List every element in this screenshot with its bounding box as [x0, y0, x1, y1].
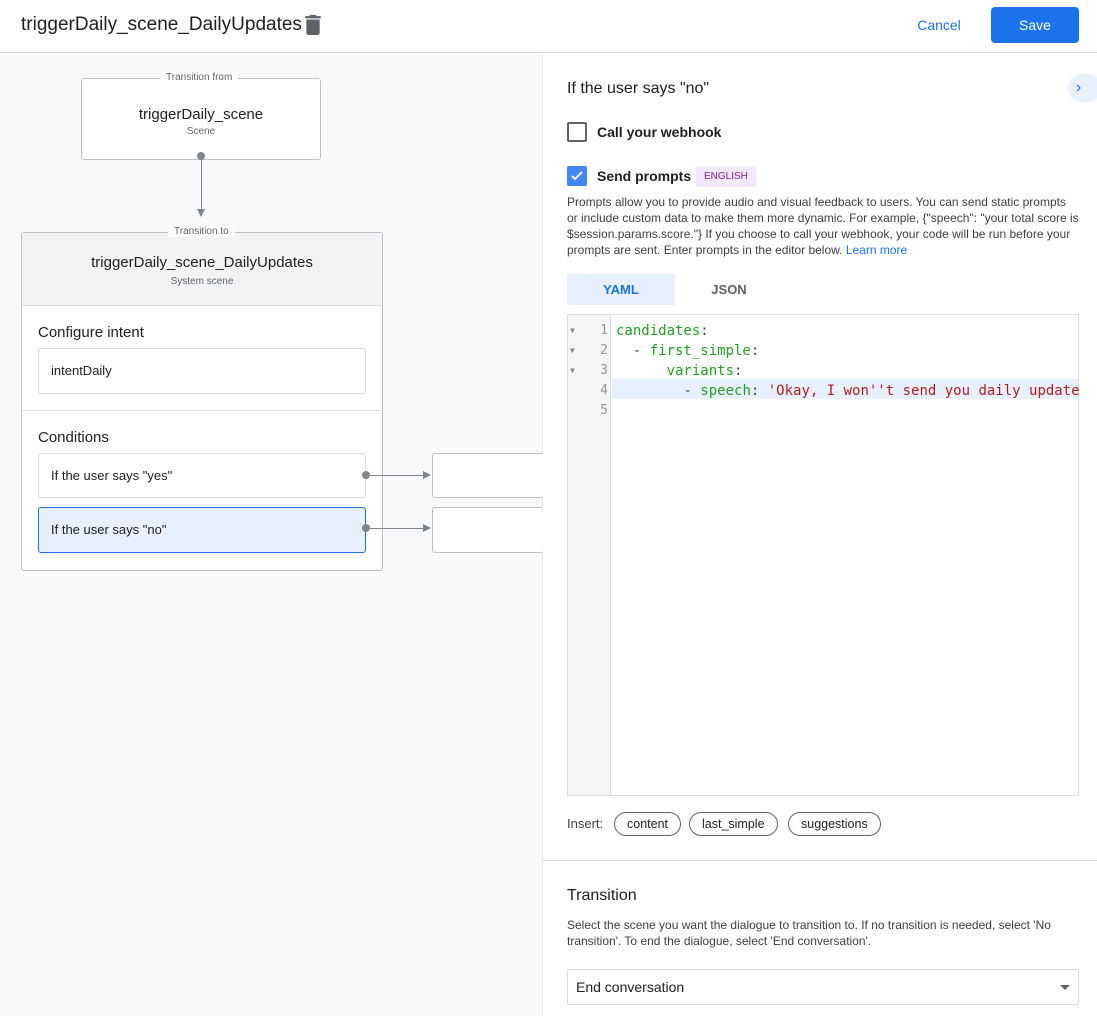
condition-yes[interactable]: If the user says "yes" — [38, 453, 366, 498]
language-badge: ENGLISH — [696, 167, 756, 187]
target-slot-yes[interactable] — [432, 453, 544, 498]
insert-chip-content[interactable]: content — [614, 812, 682, 836]
target-slot-no[interactable] — [432, 507, 544, 553]
code-line: - speech: 'Okay, I won''t send you daily… — [616, 381, 1080, 401]
prompts-description: Prompts allow you to provide audio and v… — [567, 194, 1079, 258]
divider — [543, 860, 1097, 861]
transition-select[interactable]: End conversation — [567, 969, 1079, 1005]
code-dash: - — [683, 383, 701, 399]
code-colon: : — [734, 363, 743, 379]
save-button[interactable]: Save — [991, 7, 1079, 43]
configure-intent-label: Configure intent — [38, 324, 144, 341]
top-bar: triggerDaily_scene_DailyUpdates Cancel S… — [0, 0, 1097, 53]
code-indent — [616, 343, 633, 359]
fold-arrow-icon[interactable]: ▼ — [570, 326, 575, 335]
arrow-down-icon — [197, 209, 205, 217]
to-legend: Transition to — [168, 226, 235, 237]
dropdown-arrow-icon — [1060, 985, 1070, 990]
connector-line — [366, 475, 424, 476]
condition-no[interactable]: If the user says "no" — [38, 507, 366, 553]
code-line: - first_simple: — [616, 341, 759, 361]
insert-label: Insert: — [567, 816, 604, 831]
code-line: variants: — [616, 361, 743, 381]
code-indent — [616, 383, 683, 399]
connector-line — [201, 156, 202, 210]
from-scene-type: Scene — [186, 126, 216, 137]
code-key: speech — [700, 383, 751, 399]
line-number: 1 — [600, 323, 608, 338]
intent-field[interactable]: intentDaily — [38, 348, 366, 394]
code-key: candidates — [616, 323, 701, 339]
webhook-label: Call your webhook — [597, 124, 722, 140]
code-dash: - — [632, 343, 650, 359]
transition-from-card[interactable]: triggerDaily_scene Scene — [81, 78, 321, 160]
tab-yaml[interactable]: YAML — [567, 274, 675, 305]
arrow-right-icon — [423, 471, 431, 479]
code-indent — [616, 363, 667, 379]
webhook-checkbox[interactable] — [567, 122, 587, 142]
code-str: 'Okay, I won''t send you daily update — [767, 383, 1080, 399]
code-key: variants — [666, 363, 735, 379]
active-line-highlight — [612, 379, 1078, 399]
line-number: 2 — [600, 343, 608, 358]
delete-icon[interactable] — [304, 15, 322, 35]
code-line: candidates: — [616, 321, 709, 341]
from-legend: Transition from — [160, 72, 239, 83]
description-text: Prompts allow you to provide audio and v… — [567, 195, 1079, 257]
transition-title: Transition — [567, 887, 637, 904]
scene-card: triggerDaily_scene_DailyUpdates System s… — [21, 232, 383, 571]
transition-value: End conversation — [576, 979, 685, 995]
learn-more-link[interactable]: Learn more — [845, 243, 908, 257]
divider — [22, 410, 382, 411]
transition-description: Select the scene you want the dialogue t… — [567, 918, 1051, 948]
insert-chip-last-simple[interactable]: last_simple — [689, 812, 778, 836]
scene-card-header[interactable]: triggerDaily_scene_DailyUpdates System s… — [22, 233, 382, 306]
send-prompts-label: Send prompts — [597, 168, 692, 184]
arrow-right-icon — [423, 524, 431, 532]
chevron-right-icon[interactable]: › — [1068, 74, 1097, 102]
code-colon: : — [700, 323, 709, 339]
line-number: 3 — [600, 363, 608, 378]
check-icon — [571, 171, 583, 181]
scene-name: triggerDaily_scene_DailyUpdates — [91, 254, 313, 271]
code-colon: : — [750, 343, 760, 359]
conditions-label: Conditions — [38, 429, 109, 446]
line-number: 4 — [600, 383, 608, 398]
page-title: triggerDaily_scene_DailyUpdates — [21, 14, 302, 35]
code-editor[interactable]: 1 ▼ candidates: 2 ▼ - first_simple: 3 ▼ varian… — [567, 314, 1080, 796]
line-number: 5 — [600, 403, 608, 418]
fold-arrow-icon[interactable]: ▼ — [570, 366, 575, 375]
from-scene-name: triggerDaily_scene — [138, 106, 264, 123]
code-colon: : — [750, 383, 768, 399]
editor-gutter — [568, 315, 611, 795]
panel-title: If the user says "no" — [567, 80, 710, 97]
tab-json[interactable]: JSON — [711, 282, 747, 297]
code-key: first_simple — [649, 343, 751, 359]
cancel-button[interactable]: Cancel — [917, 17, 961, 33]
scene-type: System scene — [170, 276, 234, 287]
fold-arrow-icon[interactable]: ▼ — [570, 346, 575, 355]
send-prompts-checkbox[interactable] — [567, 166, 587, 186]
connector-line — [366, 528, 424, 529]
insert-chip-suggestions[interactable]: suggestions — [788, 812, 881, 836]
